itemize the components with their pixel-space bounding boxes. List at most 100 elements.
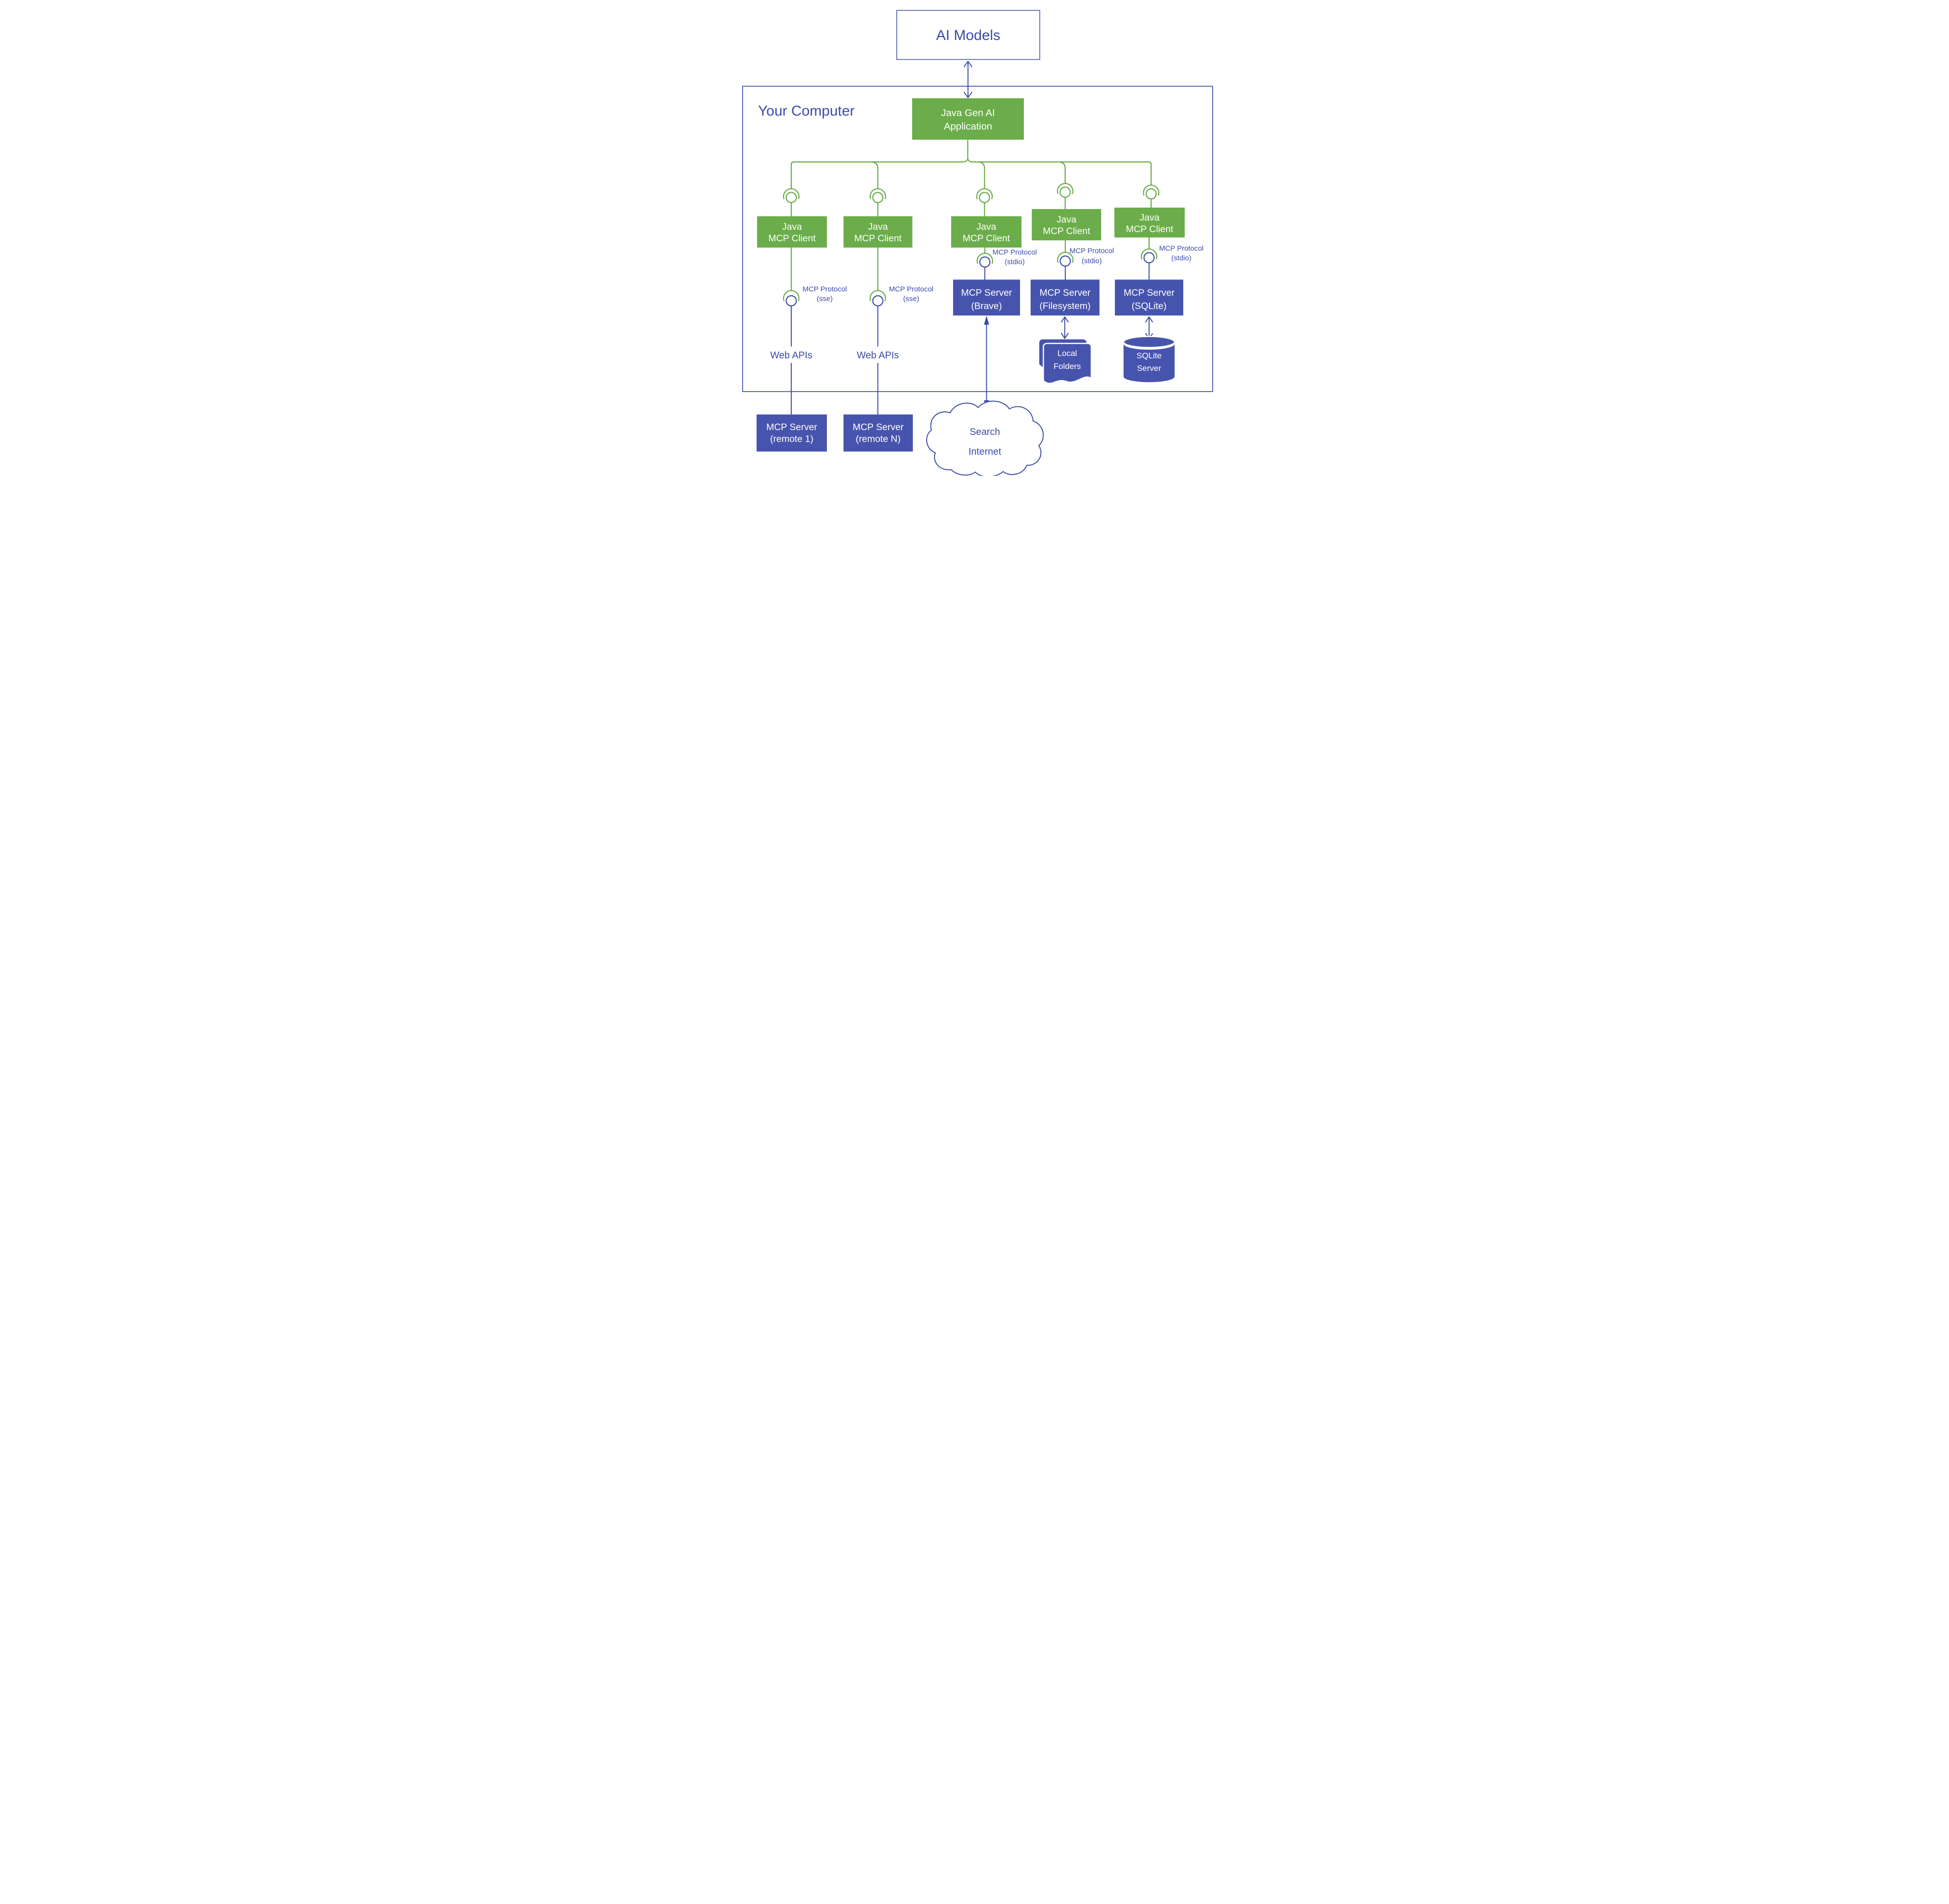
java-mcp-client-node-3: Java MCP Client xyxy=(951,216,1021,248)
database-icon: SQLite Server xyxy=(1123,336,1175,382)
java-mcp-client-box xyxy=(843,216,912,248)
arrow-up-icon xyxy=(983,315,989,325)
stdio-column-filesystem: MCP Protocol (stdio) MCP Server (Filesys… xyxy=(1030,240,1114,315)
socket-arc-icon xyxy=(1140,248,1157,260)
gen-ai-app-label-line2: Application xyxy=(943,121,992,132)
arrow-up-icon xyxy=(1060,316,1069,323)
protocol-sse-label-line1: MCP Protocol xyxy=(889,285,933,293)
protocol-stdio-label-line1: MCP Protocol xyxy=(1159,245,1203,253)
client-label-line1: Java xyxy=(1056,214,1076,225)
your-computer-label: Your Computer xyxy=(758,103,855,119)
socket-arc-icon xyxy=(976,252,993,264)
front-document-shape xyxy=(1042,342,1092,384)
remote1-label-line2: (remote 1) xyxy=(770,434,813,445)
mcp-interface-icon-2 xyxy=(869,188,886,216)
mcp-interface-icon-5 xyxy=(1142,184,1159,208)
client-label-line2: MCP Client xyxy=(1043,226,1090,236)
mcp-server-remoteN-box xyxy=(843,414,913,452)
protocol-sse-label-line2: (sse) xyxy=(816,295,832,303)
sqlite-db-arrow xyxy=(1145,316,1153,340)
protocol-stdio-label-line2: (stdio) xyxy=(1005,258,1025,266)
filesystem-folders-arrow xyxy=(1060,316,1069,340)
socket-arc-icon xyxy=(976,188,993,199)
sse-column-1: MCP Protocol (sse) Web APIs MCP Server (… xyxy=(756,248,847,452)
protocol-sse-label-line2: (sse) xyxy=(903,295,919,303)
client-label-line1: Java xyxy=(1139,212,1159,223)
web-apis-label: Web APIs xyxy=(857,350,899,361)
socket-arc-icon xyxy=(783,188,799,199)
cloud-icon xyxy=(926,400,1044,476)
client-label-line2: MCP Client xyxy=(962,233,1010,244)
arrow-down-icon xyxy=(1060,332,1069,340)
web-apis-label: Web APIs xyxy=(770,350,812,361)
java-mcp-client-node-4: Java MCP Client xyxy=(1032,209,1101,240)
ball-icon xyxy=(1143,252,1155,263)
search-internet-label-line2: Internet xyxy=(968,446,1001,457)
mcp-interface-icon-4 xyxy=(1057,183,1073,209)
bidirectional-arrow-icon xyxy=(963,60,972,99)
java-mcp-client-box xyxy=(757,216,827,248)
stdio-column-brave: MCP Protocol (stdio) MCP Server (Brave) xyxy=(953,248,1037,315)
socket-arc-icon xyxy=(869,188,886,199)
java-mcp-client-box xyxy=(1114,208,1185,237)
arrow-up-icon xyxy=(963,60,972,67)
protocol-stdio-label-line1: MCP Protocol xyxy=(992,249,1036,257)
protocol-stdio-label-line2: (stdio) xyxy=(1171,254,1191,263)
client-label-line1: Java xyxy=(868,222,888,232)
gen-ai-app-box xyxy=(912,98,1024,140)
sqlite-box-label-line1: MCP Server xyxy=(1124,288,1175,298)
cylinder-body xyxy=(1123,344,1175,382)
client-label-line2: MCP Client xyxy=(768,233,816,244)
mcp-interface-icon-1 xyxy=(783,188,799,216)
arrow-down-icon xyxy=(963,92,972,99)
brave-internet-arrow xyxy=(983,315,989,409)
remoteN-label-line2: (remote N) xyxy=(855,434,900,445)
socket-arc-icon xyxy=(1057,251,1073,263)
ball-icon xyxy=(872,192,883,203)
local-folders-label-line1: Local xyxy=(1057,349,1077,358)
client-label-line2: MCP Client xyxy=(1125,224,1173,235)
ball-icon xyxy=(979,256,991,268)
client-label-line2: MCP Client xyxy=(854,233,902,244)
java-mcp-client-node-1: Java MCP Client xyxy=(757,216,827,248)
socket-arc-icon xyxy=(1142,184,1159,196)
protocol-stdio-label-line1: MCP Protocol xyxy=(1069,247,1113,255)
java-mcp-client-node-5: Java MCP Client xyxy=(1114,208,1185,237)
diagram-canvas: AI Models Your Computer Java Gen AI Appl… xyxy=(731,0,1218,476)
local-folders-label-line2: Folders xyxy=(1053,362,1081,371)
socket-arc-icon xyxy=(869,290,886,302)
search-internet-label-line1: Search xyxy=(969,427,1000,437)
mcp-server-brave-box xyxy=(953,279,1020,315)
gen-ai-app-label-line1: Java Gen AI xyxy=(941,107,995,118)
mcp-architecture-diagram: AI Models Your Computer Java Gen AI Appl… xyxy=(742,10,1213,476)
socket-arc-icon xyxy=(783,290,799,302)
protocol-sse-label-line1: MCP Protocol xyxy=(802,285,847,293)
java-mcp-client-node-2: Java MCP Client xyxy=(843,216,912,248)
sqlite-server-label-line1: SQLite xyxy=(1137,351,1162,360)
filesystem-label-line2: (Filesystem) xyxy=(1039,301,1090,312)
mcp-server-filesystem-box xyxy=(1030,279,1099,315)
mcp-server-sqlite-box xyxy=(1114,279,1183,315)
remoteN-label-line1: MCP Server xyxy=(852,422,903,433)
sse-column-2: MCP Protocol (sse) Web APIs MCP Server (… xyxy=(843,248,933,452)
ball-icon xyxy=(785,192,797,203)
protocol-stdio-label-line2: (stdio) xyxy=(1082,257,1102,265)
ball-icon xyxy=(1145,188,1157,200)
ai-models-node: AI Models xyxy=(896,10,1040,60)
sqlite-server-label-line2: Server xyxy=(1137,364,1161,373)
cylinder-top xyxy=(1123,336,1175,348)
java-mcp-client-box xyxy=(1032,209,1101,240)
ball-icon xyxy=(872,295,883,307)
java-mcp-client-box xyxy=(951,216,1021,248)
brave-label-line2: (Brave) xyxy=(971,301,1002,312)
sqlite-box-label-line2: (SQLite) xyxy=(1131,301,1166,312)
your-computer-container xyxy=(742,86,1213,392)
ball-icon xyxy=(1059,186,1071,198)
arrow-up-icon xyxy=(1145,316,1153,323)
brave-label-line1: MCP Server xyxy=(961,288,1012,298)
socket-arc-icon xyxy=(1057,183,1073,194)
ball-icon xyxy=(1059,255,1071,267)
app-client-tree-connector xyxy=(790,140,1151,189)
gen-ai-app-node: Java Gen AI Application xyxy=(912,98,1024,140)
mcp-server-remote1-box xyxy=(756,414,827,452)
